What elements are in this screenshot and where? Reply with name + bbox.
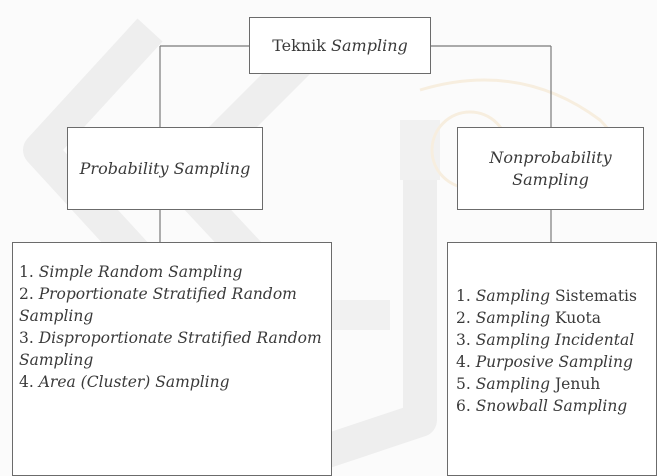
list-item-italic: Sampling: [475, 375, 551, 393]
probability-node: Probability Sampling: [67, 127, 263, 210]
list-item: 2. Proportionate Stratified Random Sampl…: [19, 283, 325, 327]
list-item-number: 4.: [456, 353, 476, 371]
list-item: 1. Sampling Sistematis: [456, 285, 648, 307]
list-item-italic: Purposive Sampling: [475, 353, 633, 371]
probability-list-box: 1. Simple Random Sampling 2. Proportiona…: [12, 242, 332, 476]
list-item-plain: Sistematis: [550, 287, 637, 305]
probability-label: Probability Sampling: [79, 158, 251, 178]
list-item: 3. Disproportionate Stratified Random Sa…: [19, 327, 325, 371]
list-item-italic: Sampling: [475, 287, 551, 305]
root-node: Teknik Sampling: [249, 17, 431, 74]
list-item-italic: Sampling Incidental: [475, 331, 635, 349]
list-item: 5. Sampling Jenuh: [456, 373, 648, 395]
list-item: 2. Sampling Kuota: [456, 307, 648, 329]
list-item-number: 1.: [19, 263, 39, 281]
list-item-number: 5.: [456, 375, 476, 393]
list-item-text: Simple Random Sampling: [38, 263, 243, 281]
list-item-number: 1.: [456, 287, 476, 305]
list-item-number: 2.: [19, 285, 39, 303]
list-item-text: Disproportionate Stratified Random Sampl…: [19, 329, 322, 369]
list-item-text: Area (Cluster) Sampling: [38, 373, 230, 391]
list-item-plain: Jenuh: [550, 375, 601, 393]
root-label-emphasis: Sampling: [331, 35, 408, 55]
list-item: 4. Area (Cluster) Sampling: [19, 371, 325, 393]
nonprobability-label-line2: Sampling: [512, 169, 589, 189]
list-item-number: 4.: [19, 373, 39, 391]
list-item: 6. Snowball Sampling: [456, 395, 648, 417]
nonprobability-list-box: 1. Sampling Sistematis 2. Sampling Kuota…: [447, 242, 657, 476]
list-item-number: 2.: [456, 309, 476, 327]
list-item-number: 3.: [456, 331, 476, 349]
list-item-plain: Kuota: [550, 309, 601, 327]
root-label: Teknik Sampling: [272, 35, 408, 57]
nonprobability-label: Nonprobability Sampling: [489, 147, 611, 191]
list-item-text: Proportionate Stratified Random Sampling: [19, 285, 297, 325]
list-item-number: 6.: [456, 397, 476, 415]
nonprobability-label-line1: Nonprobability: [489, 147, 612, 167]
nonprobability-node: Nonprobability Sampling: [457, 127, 644, 210]
list-item: 4. Purposive Sampling: [456, 351, 648, 373]
list-item: 1. Simple Random Sampling: [19, 261, 325, 283]
list-item-italic: Sampling: [475, 309, 551, 327]
root-label-prefix: Teknik: [272, 35, 332, 55]
list-item-number: 3.: [19, 329, 39, 347]
list-item: 3. Sampling Incidental: [456, 329, 648, 351]
list-item-italic: Snowball Sampling: [475, 397, 628, 415]
